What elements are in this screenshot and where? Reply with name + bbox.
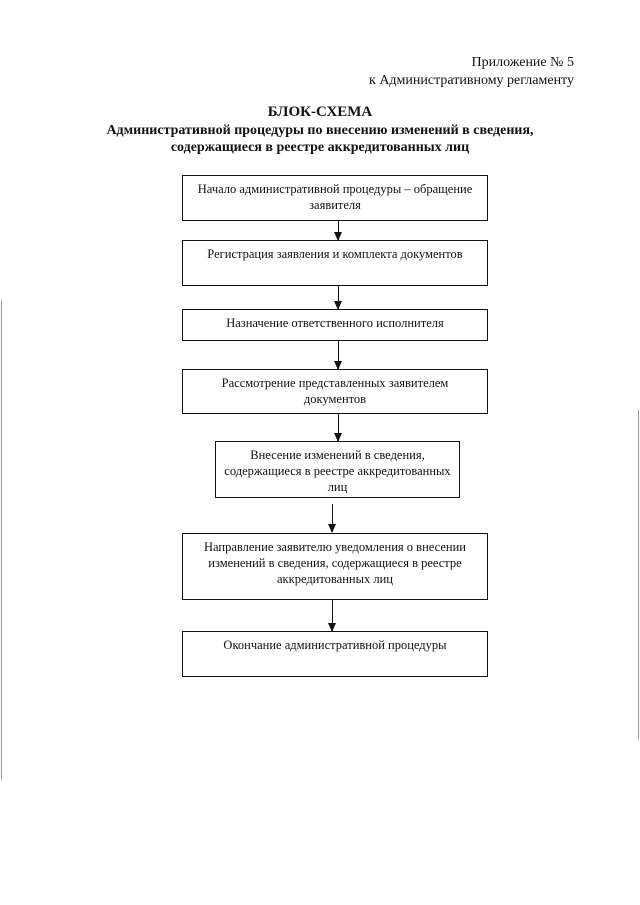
diagram-subtitle-line-2: содержащиеся в реестре аккредитованных л… [170, 140, 470, 155]
diagram-subtitle: Административной процедуры по внесению и… [0, 122, 640, 156]
arrow-6 [328, 600, 336, 632]
step-box-notification: Направление заявителю уведомления о внес… [182, 533, 488, 600]
arrow-4 [334, 414, 342, 442]
step-text-review: Рассмотрение представленных заявителем д… [221, 376, 449, 406]
step-box-registration: Регистрация заявления и комплекта докуме… [182, 240, 488, 286]
diagram-title: БЛОК-СХЕМА [267, 104, 373, 120]
step-text-assignment: Назначение ответственного исполнителя [226, 316, 444, 330]
step-box-review: Рассмотрение представленных заявителем д… [182, 369, 488, 414]
step-box-end: Окончание административной процедуры [182, 631, 488, 677]
step-text-start: Начало административной процедуры – обра… [197, 182, 473, 212]
step-text-registration: Регистрация заявления и комплекта докуме… [207, 247, 463, 261]
step-text-changes: Внесение изменений в сведения, содержащи… [224, 448, 451, 494]
step-text-notification: Направление заявителю уведомления о внес… [204, 540, 466, 586]
arrow-5 [328, 504, 336, 533]
step-box-start: Начало административной процедуры – обра… [182, 175, 488, 221]
step-text-end: Окончание административной процедуры [223, 638, 447, 652]
annex-header: Приложение № 5 к Административному регла… [369, 54, 574, 90]
arrow-3 [334, 341, 342, 370]
arrow-2 [334, 286, 342, 310]
step-box-changes: Внесение изменений в сведения, содержащи… [215, 441, 460, 498]
annex-number: Приложение № 5 [471, 55, 575, 70]
scan-edge-left [1, 300, 2, 780]
annex-reference: к Административному регламенту [369, 73, 574, 88]
step-box-assignment: Назначение ответственного исполнителя [182, 309, 488, 341]
diagram-subtitle-line-1: Административной процедуры по внесению и… [106, 123, 534, 138]
scan-edge-right [638, 410, 639, 740]
arrow-1 [334, 221, 342, 241]
